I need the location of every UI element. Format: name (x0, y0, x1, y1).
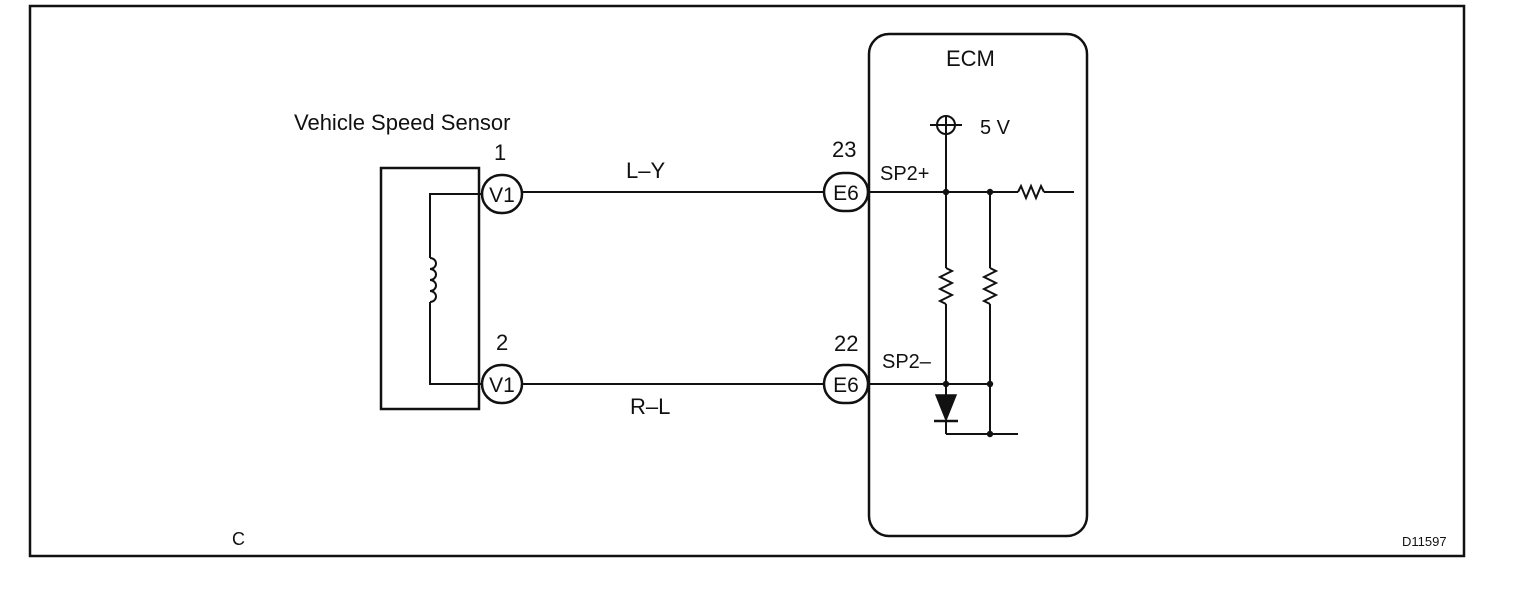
figure-code: D11597 (1402, 534, 1447, 549)
sensor-body (379, 166, 481, 411)
ecm-body (867, 32, 1089, 538)
svg-text:E6: E6 (833, 182, 859, 205)
ecm-internal-circuit (868, 134, 1074, 438)
ecm-pin-22-connector: E6 (822, 363, 870, 405)
ecm-terminal-sp2-plus: SP2+ (880, 163, 929, 185)
svg-text:E6: E6 (833, 374, 859, 397)
supply-5v-label: 5 V (980, 117, 1011, 139)
ecm-pin-23-number: 23 (832, 137, 856, 162)
supply-5v-icon (930, 115, 962, 135)
sensor-pin-2-number: 2 (496, 330, 508, 355)
sensor-title: Vehicle Speed Sensor (294, 110, 511, 135)
svg-text:V1: V1 (489, 184, 515, 207)
ecm-pin-22-number: 22 (834, 331, 858, 356)
diagram-frame (28, 4, 1466, 558)
sensor-pin-1-connector: V1 (480, 173, 524, 215)
ecm-title: ECM (946, 46, 995, 71)
ecm-terminal-sp2-minus: SP2– (882, 351, 932, 373)
ecm-pin-23-connector: E6 (822, 171, 870, 213)
footer-left-mark: C (232, 529, 245, 549)
wire-top-color: L–Y (626, 158, 665, 183)
sensor-coil-icon (429, 193, 486, 385)
svg-text:V1: V1 (489, 374, 515, 397)
sensor-pin-1-number: 1 (494, 140, 506, 165)
wire-bottom-color: R–L (630, 394, 670, 419)
sensor-pin-2-connector: V1 (480, 363, 524, 405)
